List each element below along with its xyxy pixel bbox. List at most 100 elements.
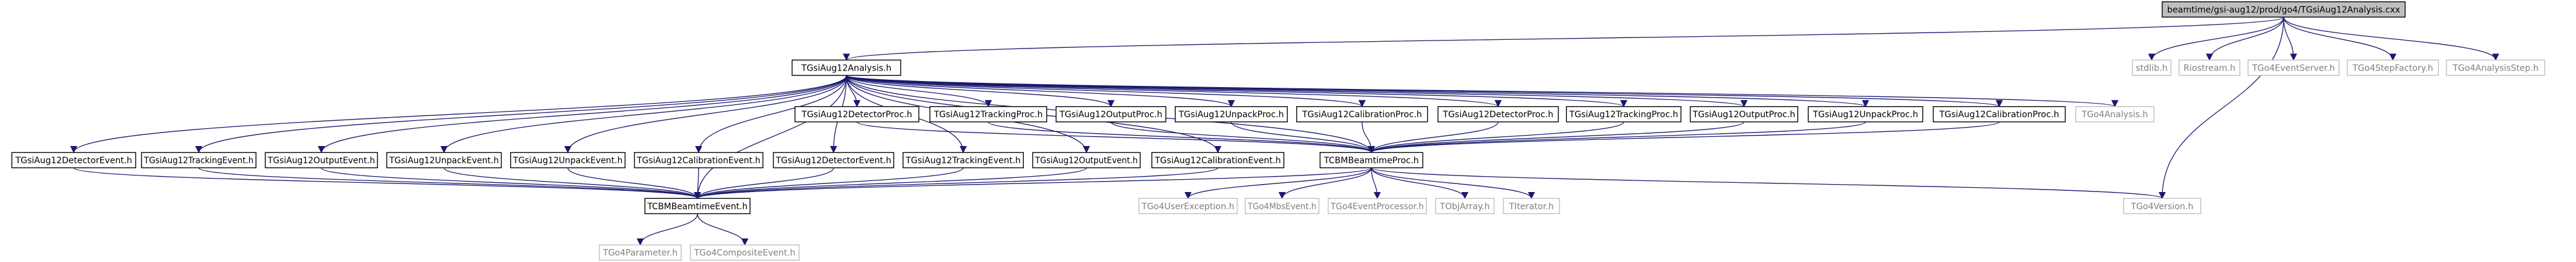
edge-analysis_h-to-trkevt1: [195, 75, 847, 153]
edge-analysis_h-to-outproc2: [846, 75, 1747, 107]
node-box: [902, 152, 1024, 169]
node-calevt1[interactable]: TGsiAug12CalibrationEvent.h: [633, 152, 764, 169]
node-parameter: TGo4Parameter.h: [598, 244, 682, 261]
node-box: [2075, 106, 2155, 123]
node-detevt1[interactable]: TGsiAug12DetectorEvent.h: [11, 152, 136, 169]
edge-analysis_h-to-beamevent: [694, 75, 847, 199]
node-trkevt1[interactable]: TGsiAug12TrackingEvent.h: [141, 152, 257, 169]
node-label: TGsiAug12TrackingProc.h: [934, 110, 1043, 120]
node-label: TObjArray.h: [1439, 202, 1490, 212]
edge-unpevt1-to-beamevent: [443, 167, 702, 199]
node-box: [791, 60, 902, 76]
node-calproc2[interactable]: TGsiAug12CalibrationProc.h: [1933, 106, 2066, 123]
edge-trkevt1-to-beamevent: [198, 167, 701, 199]
node-box: [510, 152, 626, 169]
node-outevt2[interactable]: TGsiAug12OutputEvent.h: [1032, 152, 1141, 169]
node-box: [1690, 106, 1798, 123]
node-box: [1296, 106, 1428, 123]
node-box: [1933, 106, 2066, 123]
node-label: TGo4UserException.h: [1141, 202, 1234, 212]
edge-analysis_h-to-detproc2: [846, 75, 1502, 107]
node-beamproc[interactable]: TCBMBeamtimeProc.h: [1319, 152, 1423, 169]
node-beamevent[interactable]: TCBMBeamtimeEvent.h: [644, 198, 751, 215]
node-detproc2[interactable]: TGsiAug12DetectorProc.h: [1437, 106, 1559, 123]
node-analysis_h[interactable]: TGsiAug12Analysis.h: [791, 60, 902, 76]
edge-analysis_h-to-calproc1: [846, 75, 1366, 107]
node-label: TGsiAug12DetectorProc.h: [1442, 110, 1553, 120]
node-unpproc1[interactable]: TGsiAug12UnpackProc.h: [1175, 106, 1288, 123]
edge-beamproc-to-mbsevent: [1278, 168, 1372, 199]
node-box: [794, 106, 919, 123]
node-label: TGo4EventProcessor.h: [1330, 202, 1424, 212]
node-box: [598, 244, 682, 261]
edge-beamevent-to-compevent: [697, 214, 749, 246]
node-box: [2247, 60, 2340, 76]
node-titerator: TIterator.h: [1503, 198, 1560, 215]
node-trkevt2[interactable]: TGsiAug12TrackingEvent.h: [902, 152, 1024, 169]
node-calevt2[interactable]: TGsiAug12CalibrationEvent.h: [1151, 152, 1285, 169]
edge-analysis_h-to-unpproc2: [846, 75, 1869, 107]
edge-beamproc-to-userexc: [1184, 168, 1372, 199]
node-trkproc2[interactable]: TGsiAug12TrackingProc.h: [1566, 106, 1682, 123]
edge-detevt1-to-beamevent: [73, 167, 701, 199]
edge-outproc2-to-beamproc: [1367, 121, 1745, 153]
node-label: TGsiAug12DetectorProc.h: [801, 110, 912, 120]
node-label: TGsiAug12TrackingProc.h: [1569, 110, 1678, 120]
node-unpproc2[interactable]: TGsiAug12UnpackProc.h: [1808, 106, 1924, 123]
edges-layer: [70, 17, 2499, 246]
edge-root-to-analysis_h: [843, 17, 2284, 61]
node-root[interactable]: beamtime/gsi-aug12/prod/go4/TGsiAug12Ana…: [2162, 1, 2406, 18]
node-box: [1032, 152, 1141, 169]
node-box: [2446, 60, 2545, 76]
node-eventserver: TGo4EventServer.h: [2247, 60, 2340, 76]
node-label: TGsiAug12UnpackEvent.h: [389, 156, 498, 166]
node-eventproc: TGo4EventProcessor.h: [1328, 198, 1427, 215]
node-box: [1503, 198, 1560, 215]
node-box: [1437, 106, 1559, 123]
node-box: [1808, 106, 1924, 123]
node-userexc: TGo4UserException.h: [1139, 198, 1238, 215]
node-label: TGsiAug12Analysis.h: [801, 63, 892, 73]
node-outproc2[interactable]: TGsiAug12OutputProc.h: [1690, 106, 1798, 123]
nodes-layer: beamtime/gsi-aug12/prod/go4/TGsiAug12Ana…: [11, 1, 2545, 261]
node-detevt2[interactable]: TGsiAug12DetectorEvent.h: [773, 152, 894, 169]
edge-analysis_h-to-detevt1: [70, 75, 847, 153]
node-label: TGsiAug12DetectorEvent.h: [15, 156, 132, 166]
edge-trkproc1-to-beamproc: [988, 121, 1375, 153]
node-box: [1566, 106, 1682, 123]
node-compevent: TGo4CompositeEvent.h: [690, 244, 800, 261]
edge-analysis_h-to-calevt1: [695, 75, 847, 153]
node-mbsevent: TGo4MbsEvent.h: [1245, 198, 1320, 215]
node-outproc1[interactable]: TGsiAug12OutputProc.h: [1055, 106, 1167, 123]
node-label: TCBMBeamtimeEvent.h: [647, 202, 748, 212]
node-trkproc1[interactable]: TGsiAug12TrackingProc.h: [929, 106, 1048, 123]
node-stepfactory: TGo4StepFactory.h: [2346, 60, 2439, 76]
edge-calevt2-to-beamevent: [694, 167, 1218, 199]
edge-root-to-stdlib: [2148, 17, 2284, 61]
node-label: TGo4Parameter.h: [602, 249, 678, 258]
edge-outevt2-to-beamevent: [694, 167, 1087, 199]
node-box: [633, 152, 764, 169]
node-box: [1175, 106, 1288, 123]
node-box: [773, 152, 894, 169]
edge-analysis_h-to-unpevt1: [440, 75, 847, 153]
node-outevt1[interactable]: TGsiAug12OutputEvent.h: [265, 152, 378, 169]
node-detproc1[interactable]: TGsiAug12DetectorProc.h: [794, 106, 919, 123]
node-label: TCBMBeamtimeProc.h: [1323, 156, 1419, 166]
node-go4analysis: TGo4Analysis.h: [2075, 106, 2155, 123]
edge-root-to-iostream: [2206, 17, 2284, 61]
node-unpevt1[interactable]: TGsiAug12UnpackEvent.h: [386, 152, 502, 169]
node-label: stdlib.h: [2136, 63, 2168, 73]
node-label: TIterator.h: [1509, 202, 1554, 212]
node-analysisstep: TGo4AnalysisStep.h: [2446, 60, 2545, 76]
node-box: [2162, 1, 2406, 18]
edge-root-to-analysisstep: [2283, 17, 2499, 61]
node-calproc1[interactable]: TGsiAug12CalibrationProc.h: [1296, 106, 1428, 123]
node-unpevt2[interactable]: TGsiAug12UnpackEvent.h: [510, 152, 626, 169]
edge-beamproc-to-beamevent: [694, 167, 1372, 199]
edge-outevt1-to-beamevent: [320, 167, 701, 199]
edge-root-to-go4version: [2158, 17, 2284, 199]
edge-beamproc-to-titerator: [1371, 168, 1535, 199]
edge-analysis_h-to-trkproc1: [846, 75, 992, 107]
